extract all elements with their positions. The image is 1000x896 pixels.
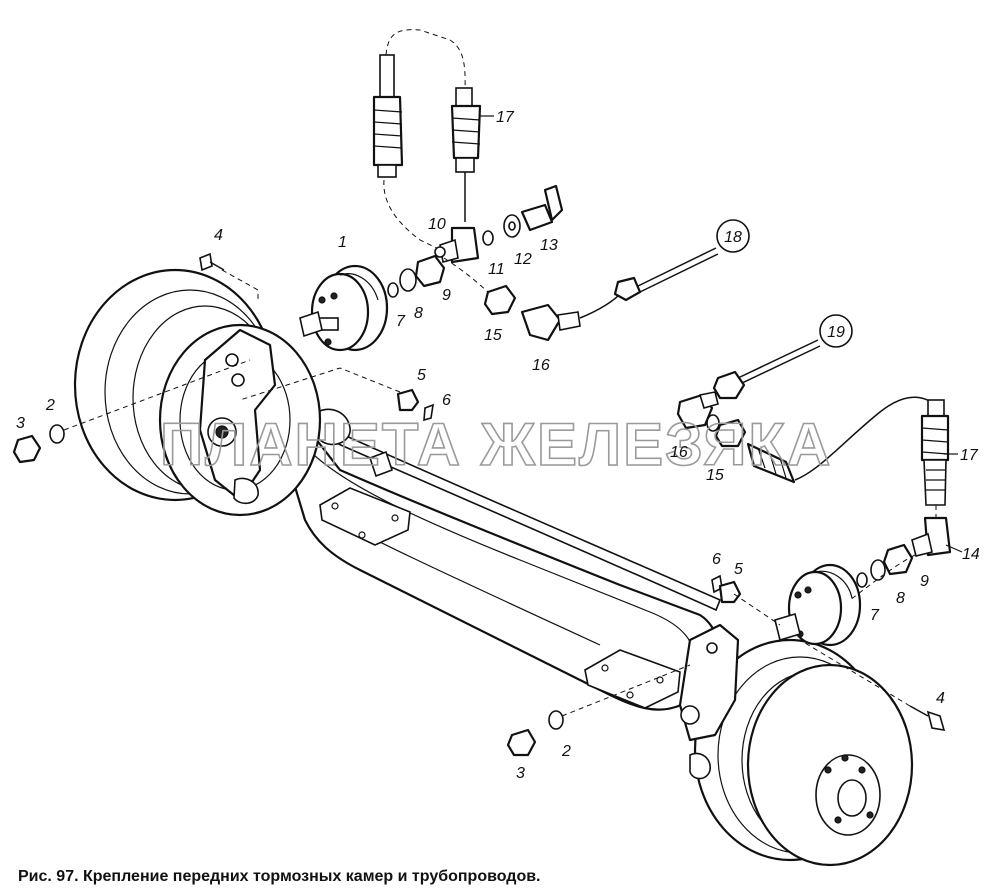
label-4-top: 4 — [214, 227, 223, 244]
axle-beam — [228, 392, 722, 711]
label-10: 10 — [428, 216, 446, 233]
label-15-bottom: 15 — [706, 467, 724, 484]
figure-caption: Рис. 97. Крепление передних тормозных ка… — [18, 868, 541, 885]
callout-18: 18 — [716, 219, 750, 253]
label-15-top: 15 — [484, 327, 502, 344]
top-tee-assembly — [387, 184, 719, 342]
label-4-bottom: 4 — [936, 690, 945, 707]
watermark-text: ПЛАНЕТА ЖЕЛЕЗЯКА — [160, 411, 832, 478]
label-16-top: 16 — [532, 357, 550, 374]
label-5-bottom: 5 — [734, 561, 743, 578]
part-labels: 1 2 2 3 3 4 4 5 5 6 6 7 7 8 8 9 9 10 11 … — [16, 109, 980, 782]
right-brake-chamber — [774, 563, 862, 647]
label-2-left: 2 — [45, 397, 55, 414]
leader-lines — [480, 115, 963, 553]
label-7-top: 7 — [396, 313, 406, 330]
label-3-right: 3 — [516, 765, 525, 782]
label-9-bottom: 9 — [920, 573, 929, 590]
left-brake-drum — [73, 268, 322, 517]
label-8-top: 8 — [414, 305, 423, 322]
label-13: 13 — [540, 237, 558, 254]
label-18: 18 — [724, 229, 742, 246]
label-9-top: 9 — [442, 287, 451, 304]
fasteners — [12, 252, 946, 757]
label-17-bottom: 17 — [960, 447, 979, 464]
label-17-top: 17 — [496, 109, 515, 126]
label-16-bottom: 16 — [670, 444, 688, 461]
left-brake-chamber — [299, 264, 389, 352]
label-2-right: 2 — [561, 743, 571, 760]
label-12: 12 — [514, 251, 532, 268]
right-brake-drum — [678, 623, 914, 867]
label-3-left: 3 — [16, 415, 25, 432]
label-8-bottom: 8 — [896, 590, 905, 607]
right-tube-assembly — [676, 339, 952, 601]
label-14: 14 — [962, 546, 980, 563]
callout-19: 19 — [819, 314, 853, 348]
label-6-bottom: 6 — [712, 551, 721, 568]
label-7-bottom: 7 — [870, 607, 880, 624]
label-19: 19 — [827, 324, 845, 341]
label-6-top: 6 — [442, 392, 451, 409]
label-1: 1 — [338, 234, 347, 251]
top-brake-hoses — [372, 29, 482, 253]
label-11: 11 — [488, 261, 505, 278]
label-5-top: 5 — [417, 367, 426, 384]
